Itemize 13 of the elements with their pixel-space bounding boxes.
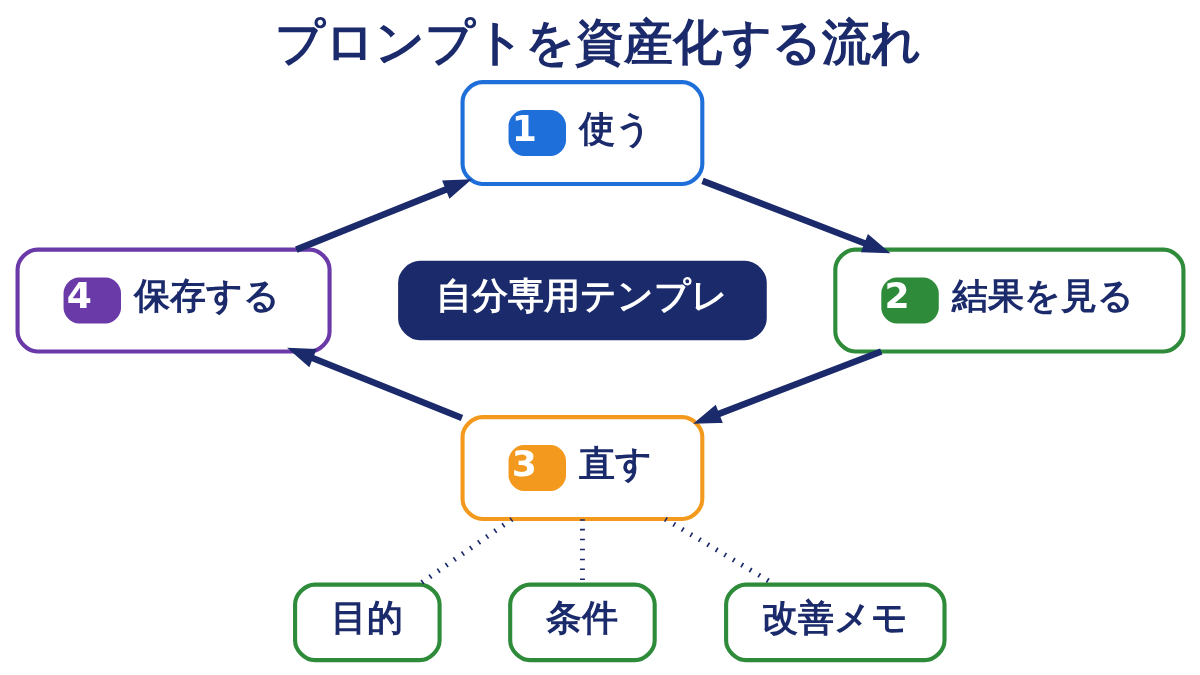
arrow (692, 348, 882, 424)
node-box: 4 保存する (15, 247, 332, 354)
node-box: 2 結果を見る (832, 247, 1185, 354)
node-box: 目的 (292, 582, 442, 663)
node-box: 3 直す (460, 415, 704, 521)
node-box: 自分専用テンプレ (397, 260, 767, 341)
node-box: 改善メモ (723, 582, 947, 663)
node-box: 条件 (507, 582, 657, 663)
arrow (700, 177, 891, 254)
arrow (294, 179, 472, 253)
diagram-title: プロンプトを資産化する流れ (274, 13, 921, 72)
arrow (286, 347, 463, 422)
node-box: 1 使う (460, 80, 704, 187)
